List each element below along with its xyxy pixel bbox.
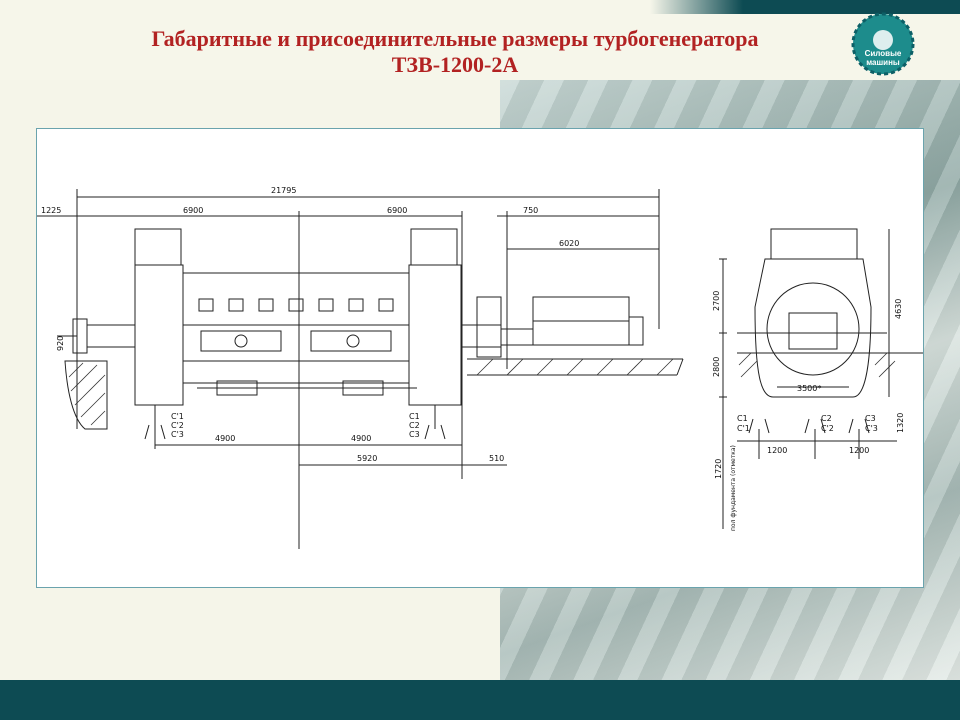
dim-left-offset: 1225 [41,206,61,215]
dim-terminal-offset-left: 1200 [767,446,787,455]
dim-pit-depth: 1720 [714,459,723,479]
terminal-left-1: C'1 [171,412,184,421]
title-line-2: ТЗВ-1200-2А [391,52,519,77]
dim-half-left: 6900 [183,206,203,215]
dim-shaft-height: 920 [56,336,65,351]
end-terminal-left-1: C1 [737,414,748,423]
terminal-left-3: C'3 [171,430,184,439]
technical-drawing: 21795 1225 6900 6900 750 6020 920 4900 4… [37,186,923,549]
dim-terminal-depth: 1320 [896,413,905,433]
end-terminal-right-1: C3 [865,414,876,423]
terminal-right-1: C1 [409,412,420,421]
title-line-1: Габаритные и присоединительные размеры т… [151,26,759,51]
dim-total-height: 4630 [894,299,903,319]
dim-width: 3500* [797,384,821,393]
dim-half-right: 6900 [387,206,407,215]
dim-lower-height: 2800 [712,357,721,377]
dim-terminal-offset-right: 1200 [849,446,869,455]
footer-bar [0,680,960,720]
dim-center-to-end: 5920 [357,454,377,463]
drawing-panel: 21795 1225 6900 6900 750 6020 920 4900 4… [36,128,924,588]
end-terminal-mid-2: C'2 [821,424,834,433]
dim-support-left: 4900 [215,434,235,443]
end-terminal-left-2: C'1 [737,424,750,433]
dim-overall-length: 21795 [271,186,296,195]
header-bar [0,0,960,80]
dim-support-right: 4900 [351,434,371,443]
slide-title: Габаритные и присоединительные размеры т… [60,26,850,78]
dim-exciter-gap: 750 [523,206,538,215]
end-terminal-mid-1: C2 [821,414,832,423]
dim-end-gap: 510 [489,454,504,463]
company-logo-icon: Силовые машины [851,12,915,76]
terminal-right-3: C3 [409,430,420,439]
dim-upper-height: 2700 [712,291,721,311]
terminal-right-2: C2 [409,421,420,430]
end-terminal-right-2: C'3 [865,424,878,433]
terminal-left-2: C'2 [171,421,184,430]
header-stripe [650,0,960,14]
dim-exciter-length: 6020 [559,239,579,248]
logo-text-2: машины [866,58,900,67]
pit-note: пол фундамента (отметка) [730,445,737,531]
logo-text-1: Силовые [865,49,902,58]
